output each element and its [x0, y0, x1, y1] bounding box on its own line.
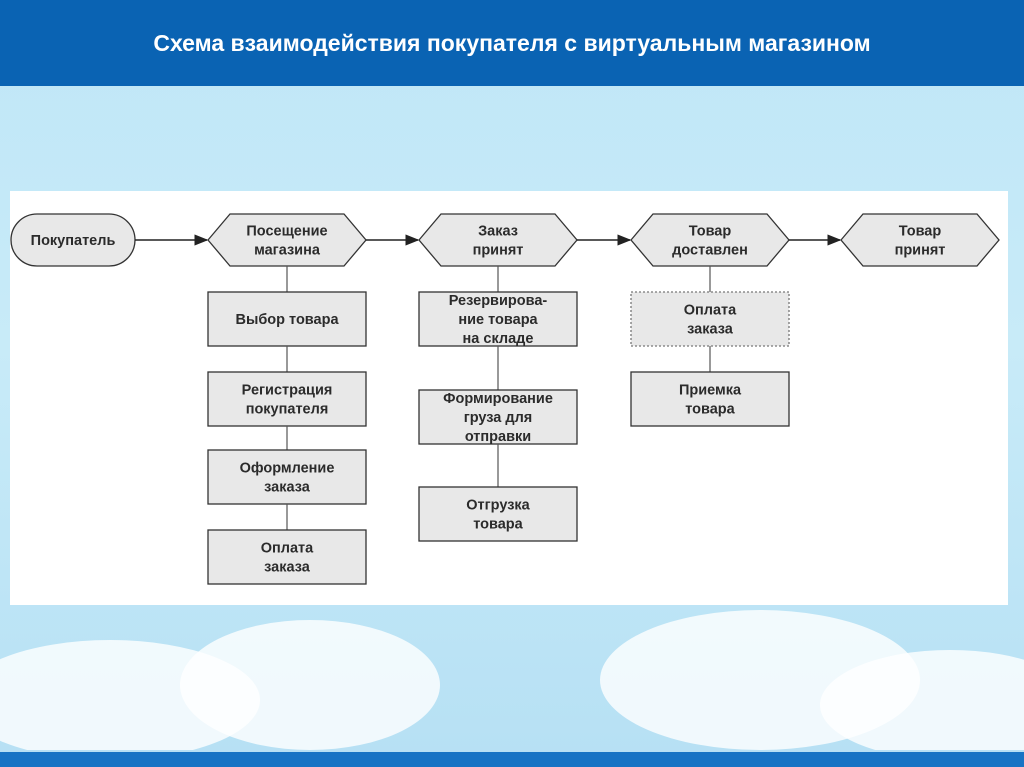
step-box: [418, 486, 578, 542]
step-box: [630, 371, 790, 427]
step-box: [207, 291, 367, 347]
cloud-background: [0, 600, 1024, 750]
step-box: [630, 291, 790, 347]
stage-hexagon: [840, 213, 1000, 267]
step-label: Выбор товара: [235, 312, 339, 328]
step-box: [207, 529, 367, 585]
step-box: [418, 291, 578, 347]
slide-header: Схема взаимодействия покупателя с виртуа…: [0, 0, 1024, 86]
footer-band: [0, 752, 1024, 767]
step-box: [207, 449, 367, 505]
slide-title: Схема взаимодействия покупателя с виртуа…: [153, 30, 871, 56]
step-box: [207, 371, 367, 427]
start-node-label: Покупатель: [31, 233, 116, 249]
